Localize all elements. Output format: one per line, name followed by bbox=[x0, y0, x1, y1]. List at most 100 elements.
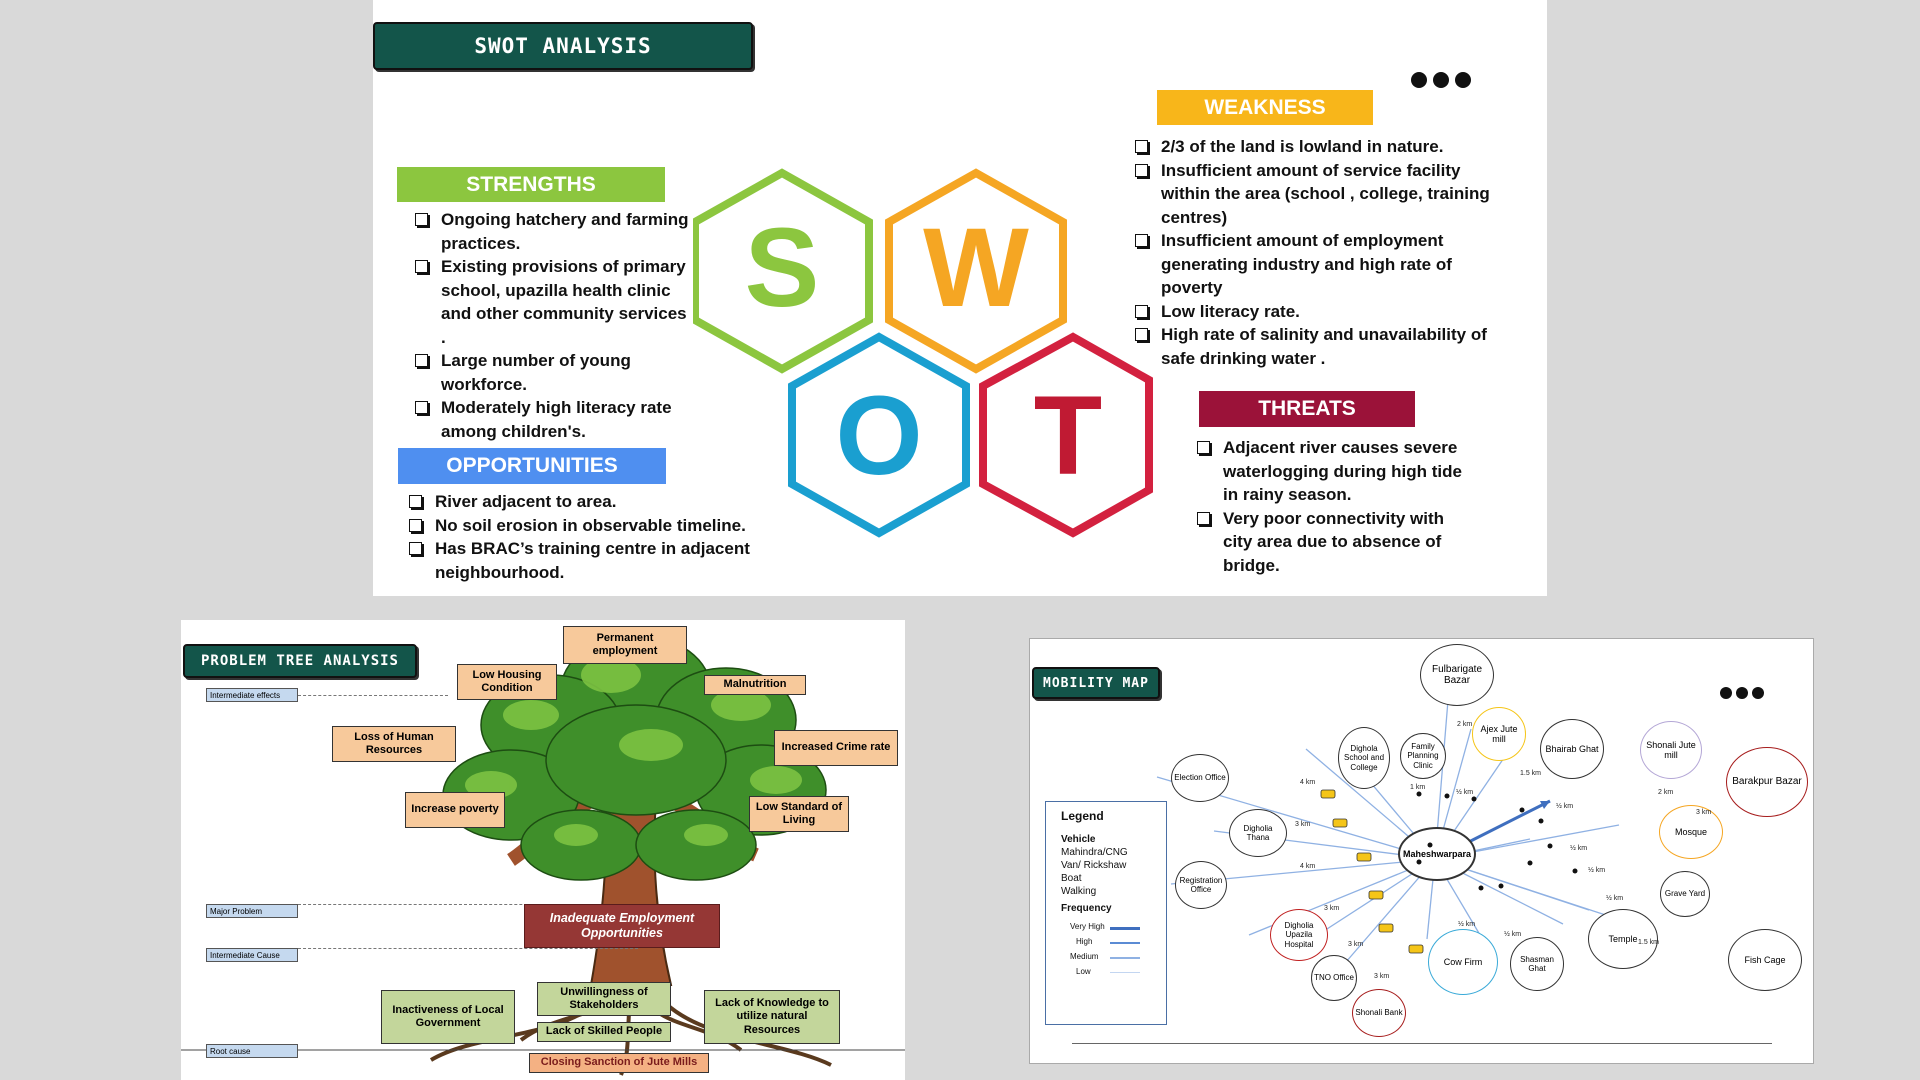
cause-skilled-people: Lack of Skilled People bbox=[537, 1022, 671, 1042]
swot-panel: SWOT ANALYSIS STRENGTHS Ongoing hatchery… bbox=[373, 0, 1547, 596]
strengths-title: STRENGTHS bbox=[397, 167, 665, 202]
legend-vehicle-title: Vehicle bbox=[1061, 834, 1096, 845]
legend-frequency: Low bbox=[1076, 967, 1091, 976]
major-problem-box: Inadequate Employment Opportunities bbox=[524, 904, 720, 948]
distance-label: 3 km bbox=[1696, 809, 1712, 816]
legend-vehicle: Boat bbox=[1061, 873, 1082, 884]
legend-line-medium bbox=[1110, 957, 1140, 959]
node-hospital: Digholia Upazila Hospital bbox=[1270, 909, 1328, 961]
label-root-cause: Root cause bbox=[206, 1044, 298, 1058]
legend-vehicle: Walking bbox=[1061, 886, 1097, 897]
hexagon-t: T bbox=[979, 332, 1153, 538]
problem-tree-panel: PROBLEM TREE ANALYSIS bbox=[181, 620, 905, 1080]
distance-label: 3 km bbox=[1295, 821, 1311, 828]
guide-line bbox=[298, 948, 638, 949]
threat-item: Very poor connectivity with city area du… bbox=[1195, 507, 1463, 578]
distance-label: 1.5 km bbox=[1638, 939, 1660, 946]
weakness-item: High rate of salinity and unavailability… bbox=[1133, 323, 1501, 370]
weakness-item: Low literacy rate. bbox=[1133, 300, 1501, 324]
cause-lack-of-knowledge: Lack of Knowledge to utilize natural Res… bbox=[704, 990, 840, 1044]
node-dighola-school: Dighola School and College bbox=[1338, 727, 1390, 789]
node-fish-cage: Fish Cage bbox=[1728, 929, 1802, 991]
node-shasman: Shasman Ghat bbox=[1510, 937, 1564, 991]
mobility-map-panel: MOBILITY MAP Maheshwarp bbox=[1029, 638, 1814, 1064]
distance-label: 4 km bbox=[1300, 863, 1316, 870]
guide-line bbox=[298, 695, 448, 696]
legend-frequency-title: Frequency bbox=[1061, 903, 1112, 914]
distance-label: 3 km bbox=[1374, 973, 1390, 980]
distance-label: 3 km bbox=[1348, 941, 1364, 948]
strength-item: Large number of young workforce. bbox=[413, 349, 689, 396]
node-barakpur: Barakpur Bazar bbox=[1726, 747, 1808, 817]
effect-increase-poverty: Increase poverty bbox=[405, 792, 505, 828]
legend-frequency: Very High bbox=[1070, 922, 1105, 931]
strength-item: Existing provisions of primary school, u… bbox=[413, 255, 689, 349]
opportunity-item: Has BRAC’s training centre in adjacent n… bbox=[407, 537, 767, 584]
problem-tree-header: PROBLEM TREE ANALYSIS bbox=[183, 644, 417, 678]
legend-frequency: High bbox=[1076, 937, 1093, 946]
cause-stakeholders: Unwillingness of Stakeholders bbox=[537, 982, 671, 1016]
weakness-title: WEAKNESS bbox=[1157, 90, 1373, 125]
distance-label: 1 km bbox=[1410, 784, 1426, 791]
node-grave-yard: Grave Yard bbox=[1660, 871, 1710, 917]
label-intermediate-effects: Intermediate effects bbox=[206, 688, 298, 702]
node-center: Maheshwarpara bbox=[1398, 827, 1476, 881]
opportunity-item: No soil erosion in observable timeline. bbox=[407, 514, 767, 538]
effect-increased-crime: Increased Crime rate bbox=[774, 730, 898, 766]
distance-label: ½ km bbox=[1458, 921, 1476, 928]
letter-s: S bbox=[745, 205, 820, 330]
distance-label: ½ km bbox=[1588, 867, 1606, 874]
strength-item: Ongoing hatchery and farming practices. bbox=[413, 208, 689, 255]
distance-label: ½ km bbox=[1504, 931, 1522, 938]
effect-permanent-employment: Permanent employment bbox=[563, 626, 687, 664]
guide-line bbox=[298, 904, 638, 905]
node-temple: Temple bbox=[1588, 909, 1658, 969]
weakness-item: Insufficient amount of employment genera… bbox=[1133, 229, 1501, 300]
opportunities-list: River adjacent to area. No soil erosion … bbox=[407, 490, 767, 584]
legend-vehicle: Van/ Rickshaw bbox=[1061, 860, 1127, 871]
node-bhairab: Bhairab Ghat bbox=[1540, 719, 1604, 779]
more-options-icon[interactable] bbox=[1720, 687, 1764, 699]
opportunities-title: OPPORTUNITIES bbox=[398, 448, 666, 484]
swot-hexagons: S W O T bbox=[693, 168, 1153, 538]
distance-label: ½ km bbox=[1606, 895, 1624, 902]
legend-box bbox=[1045, 801, 1167, 1025]
node-mosque: Mosque bbox=[1659, 805, 1723, 859]
weakness-list: 2/3 of the land is lowland in nature. In… bbox=[1133, 135, 1501, 370]
mobility-map-header: MOBILITY MAP bbox=[1032, 667, 1160, 699]
effect-loss-human-resources: Loss of Human Resources bbox=[332, 726, 456, 762]
letter-t: T bbox=[1034, 373, 1102, 498]
node-family-planning: Family Planning Clinic bbox=[1400, 733, 1446, 779]
distance-label: 4 km bbox=[1300, 779, 1316, 786]
opportunity-item: River adjacent to area. bbox=[407, 490, 767, 514]
node-thana: Digholia Thana bbox=[1229, 809, 1287, 857]
letter-w: W bbox=[923, 205, 1029, 330]
distance-label: 2 km bbox=[1658, 789, 1674, 796]
threat-item: Adjacent river causes severe waterloggin… bbox=[1195, 436, 1463, 507]
distance-label: 2 km bbox=[1457, 721, 1473, 728]
strengths-list: Ongoing hatchery and farming practices. … bbox=[413, 208, 689, 443]
bottom-rule bbox=[1072, 1043, 1772, 1044]
strength-item: Moderately high literacy rate among chil… bbox=[413, 396, 689, 443]
label-major-problem: Major Problem bbox=[206, 904, 298, 918]
distance-label: 1.5 km bbox=[1520, 770, 1542, 777]
effect-low-standard-living: Low Standard of Living bbox=[749, 796, 849, 832]
node-cow-firm: Cow Firm bbox=[1428, 929, 1498, 995]
legend-frequency: Medium bbox=[1070, 952, 1099, 961]
hexagon-o: O bbox=[788, 332, 970, 538]
legend-vehicle: Mahindra/CNG bbox=[1061, 847, 1128, 858]
more-options-icon[interactable] bbox=[1411, 72, 1471, 88]
node-fulbarigate: Fulbarigate Bazar bbox=[1420, 644, 1494, 706]
legend-line-very-high bbox=[1110, 927, 1140, 930]
node-registration: Registration Office bbox=[1175, 861, 1227, 909]
weakness-item: Insufficient amount of service facility … bbox=[1133, 159, 1501, 230]
distance-label: ½ km bbox=[1570, 845, 1588, 852]
letter-o: O bbox=[835, 373, 922, 498]
node-shonali-jute: Shonali Jute mill bbox=[1640, 721, 1702, 779]
effect-low-housing: Low Housing Condition bbox=[457, 664, 557, 700]
legend-line-low bbox=[1110, 972, 1140, 973]
hexagon-w: W bbox=[885, 168, 1067, 374]
node-ajex: Ajex Jute mill bbox=[1472, 707, 1526, 761]
label-intermediate-cause: Intermediate Cause bbox=[206, 948, 298, 962]
cause-local-government: Inactiveness of Local Government bbox=[381, 990, 515, 1044]
